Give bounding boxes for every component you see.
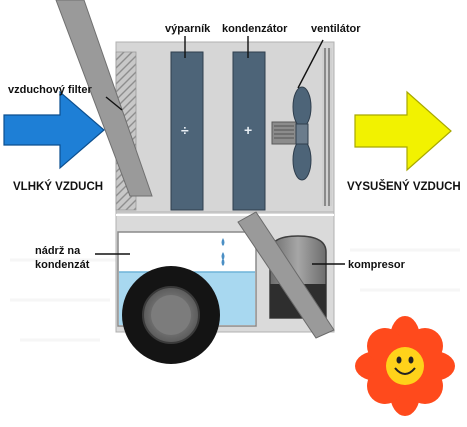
tank-label-line1: nádrž na <box>35 245 81 257</box>
evaporator-sign: ÷ <box>181 122 189 138</box>
inlet-arrow-icon <box>3 90 105 170</box>
lower-cord <box>237 211 335 339</box>
wheel-icon <box>122 266 220 364</box>
tank-label-line2: kondenzát <box>35 259 90 271</box>
fan-icon <box>271 86 312 181</box>
evaporator-coil <box>170 51 204 211</box>
condenser-sign: + <box>244 122 253 138</box>
fan-label: ventilátor <box>311 23 361 35</box>
humid-air-label: VLHKÝ VZDUCH <box>13 181 104 193</box>
evaporator-label: výparník <box>165 23 211 35</box>
top-cord <box>55 0 153 197</box>
water-drops <box>221 238 225 266</box>
condenser-label: kondenzátor <box>222 23 288 35</box>
compressor-label: kompresor <box>348 259 405 271</box>
label-pointers <box>95 36 345 265</box>
dried-air-label: VYSUŠENÝ VZDUCH <box>347 181 461 193</box>
air-filter-label: vzduchový filter <box>8 84 92 96</box>
outlet-arrow-icon <box>354 90 452 172</box>
condenser-coil <box>232 51 266 211</box>
exhaust-grill <box>322 48 332 206</box>
smiley-flower-icon <box>355 316 455 416</box>
